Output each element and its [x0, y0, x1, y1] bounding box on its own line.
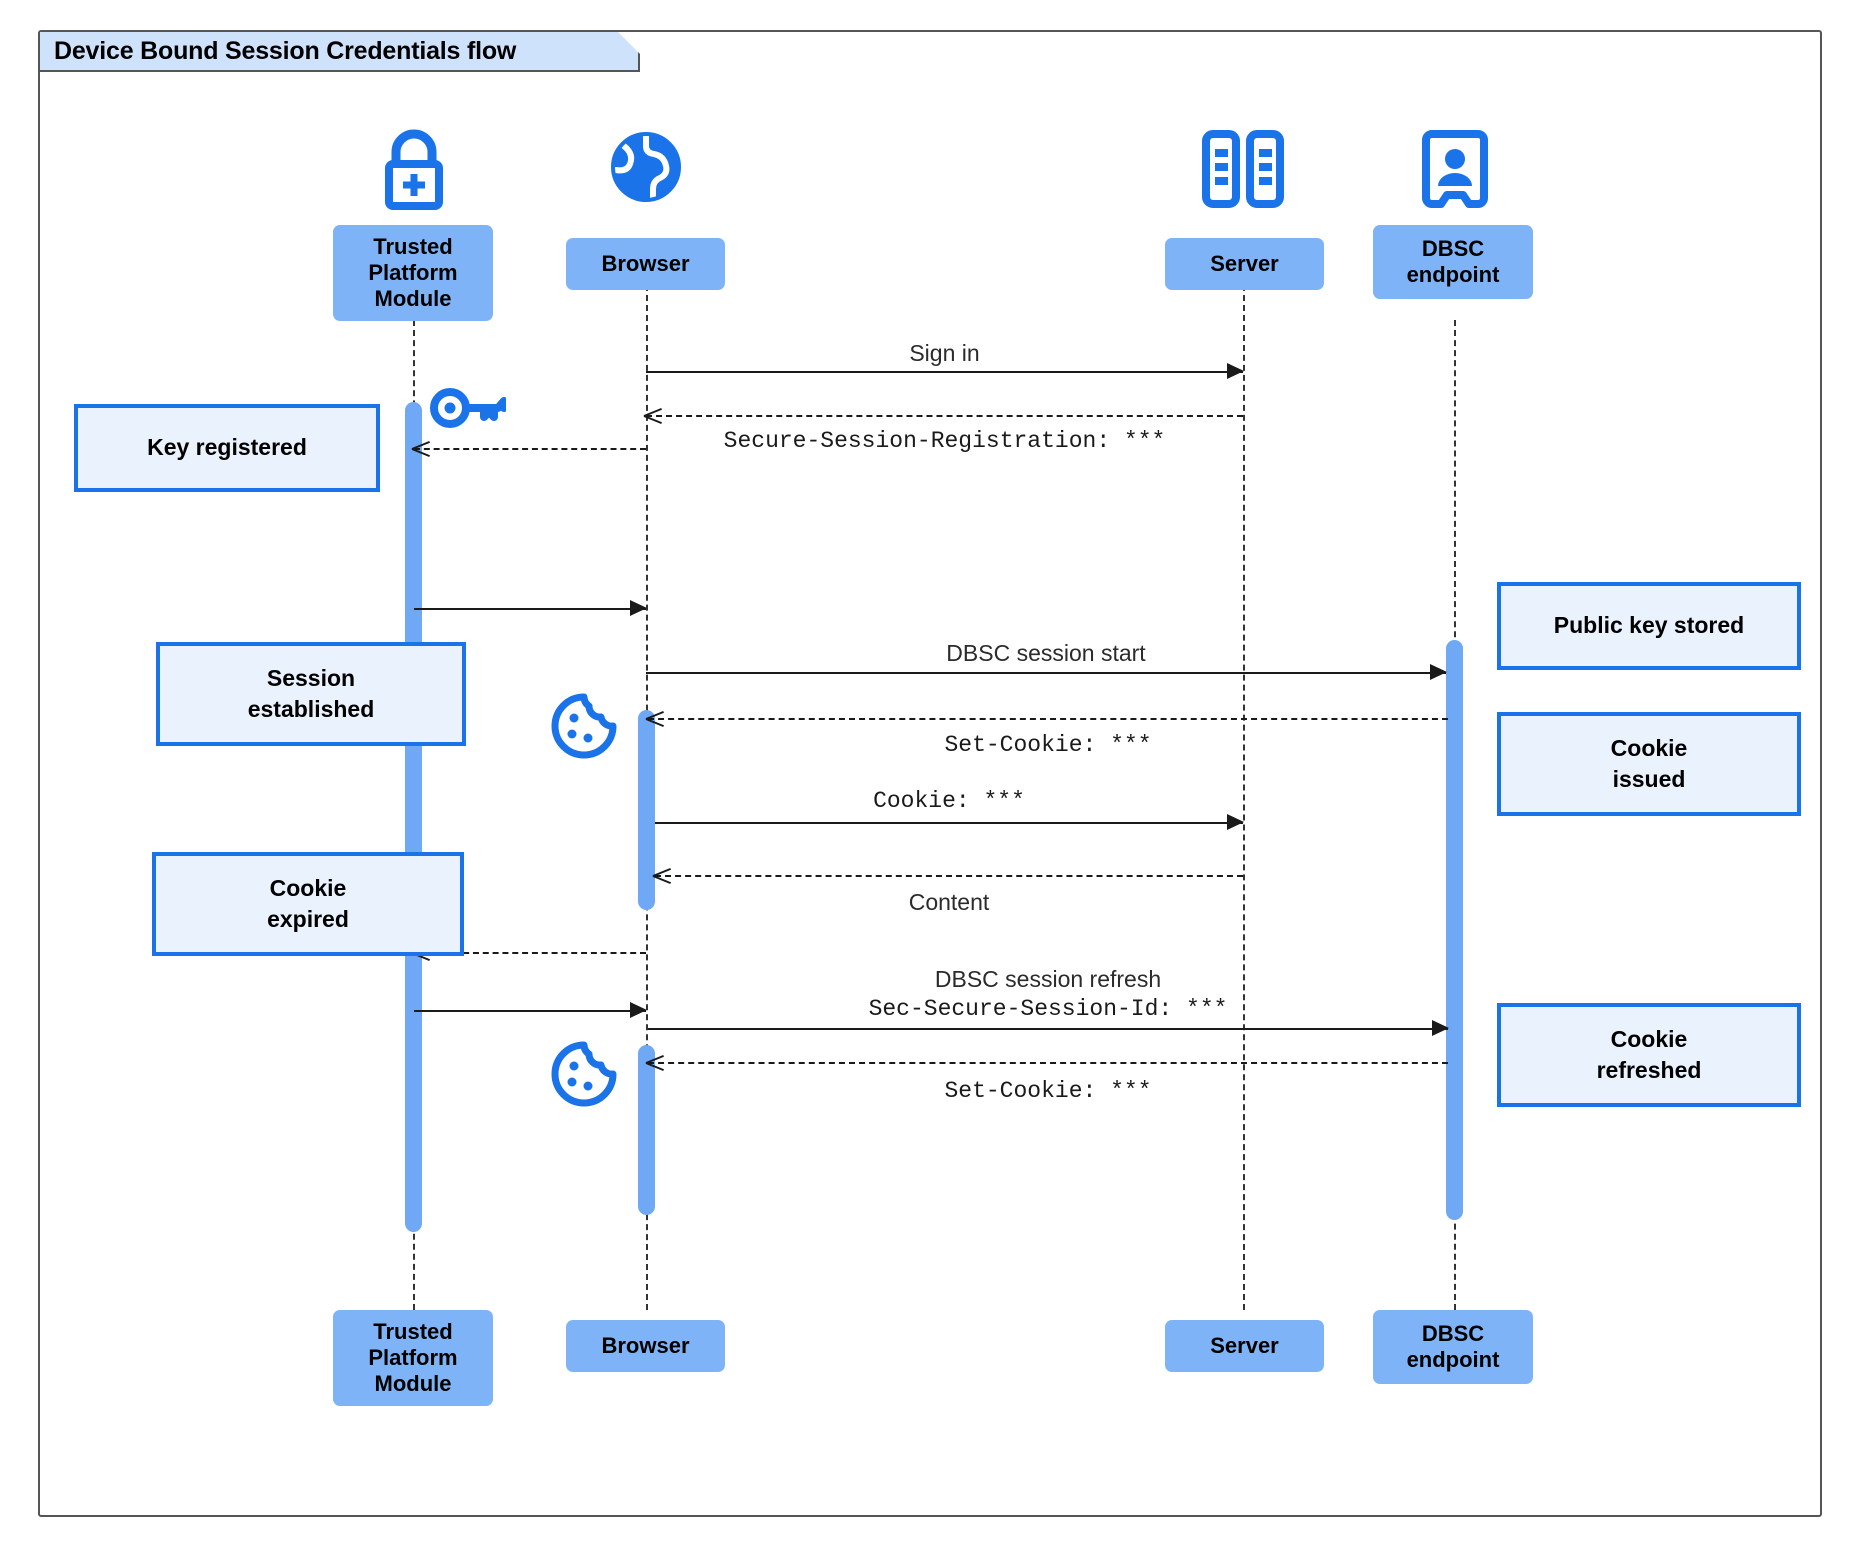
lifeline-server: [1243, 285, 1245, 1310]
message-label-dbsc-session-refresh: DBSC session refresh: [934, 966, 1162, 992]
note-public-key-stored: Public key stored: [1497, 582, 1801, 670]
message-label-cookie: Cookie: ***: [873, 788, 1025, 814]
server-rack-icon: [1198, 130, 1288, 208]
participant-label-server-footer: Server: [1210, 1333, 1279, 1359]
message-label-sign-in: Sign in: [909, 340, 980, 366]
participant-header-browser[interactable]: Browser: [566, 238, 725, 290]
cookie-icon: [550, 1040, 618, 1108]
note-text-key-registered: Key registered: [147, 434, 307, 461]
participant-header-server[interactable]: Server: [1165, 238, 1324, 290]
activation-tpm: [405, 402, 422, 1232]
participant-label-server: Server: [1210, 251, 1279, 277]
id-badge-icon: [1420, 128, 1490, 210]
note-key-registered: Key registered: [74, 404, 380, 492]
message-label-sec-secure-session-id: Sec-Secure-Session-Id: ***: [868, 996, 1228, 1022]
key-icon: [428, 382, 508, 434]
participant-label-browser-footer: Browser: [601, 1333, 690, 1359]
message-label-secure-session-registration: Secure-Session-Registration: ***: [723, 428, 1166, 454]
activation-browser-2: [638, 1045, 655, 1215]
participant-label-browser: Browser: [601, 251, 690, 277]
cookie-icon: [550, 692, 618, 760]
globe-icon: [604, 126, 688, 208]
participant-footer-server[interactable]: Server: [1165, 1320, 1324, 1372]
activation-dbsc-1: [1446, 640, 1463, 1220]
activation-browser-1: [638, 710, 655, 910]
participant-footer-browser[interactable]: Browser: [566, 1320, 725, 1372]
lock-plus-icon: [372, 128, 456, 210]
message-label-set-cookie-1: Set-Cookie: ***: [944, 732, 1152, 758]
diagram-title: Device Bound Session Credentials flow: [40, 32, 640, 72]
message-label-set-cookie-2: Set-Cookie: ***: [944, 1078, 1152, 1104]
message-label-content: Content: [908, 889, 990, 915]
message-label-dbsc-session-start: DBSC session start: [946, 640, 1146, 666]
note-text-public-key-stored: Public key stored: [1553, 612, 1745, 639]
